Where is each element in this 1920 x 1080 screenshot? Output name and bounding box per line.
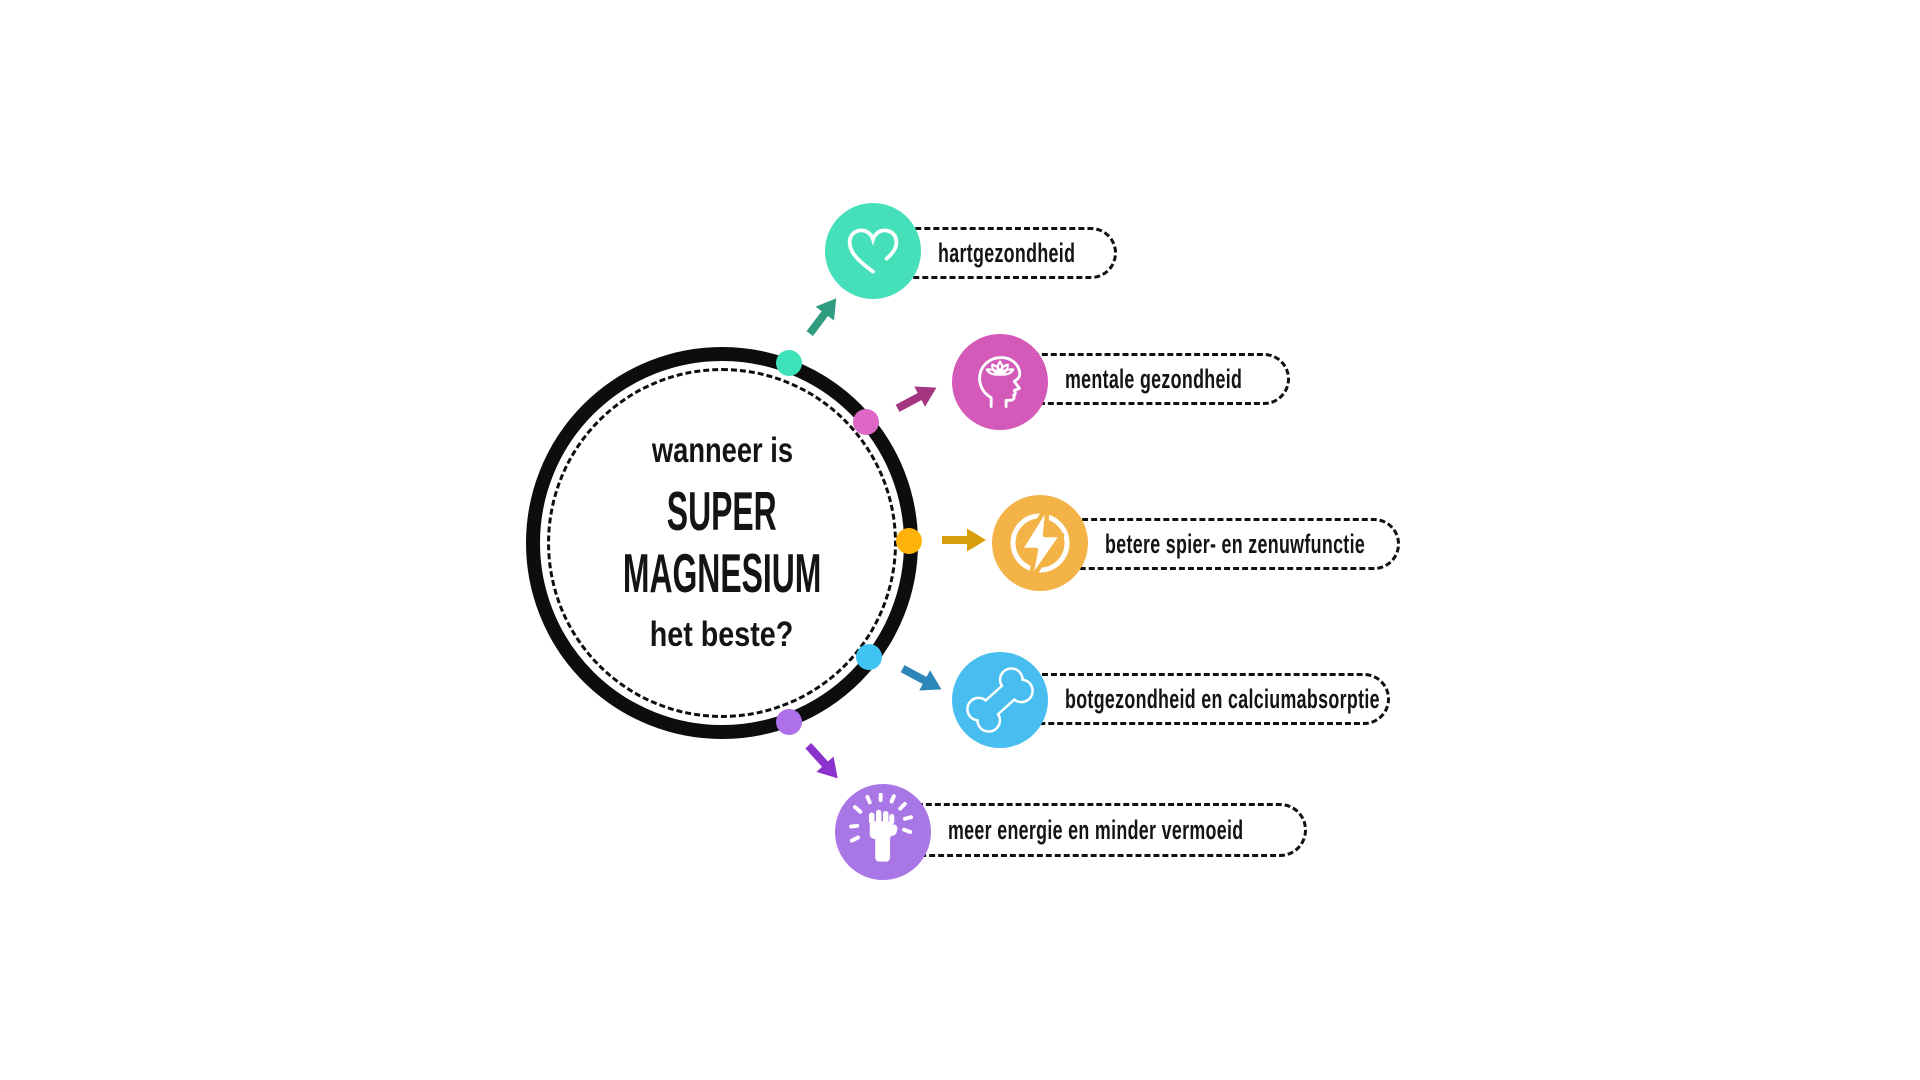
icon-circle-bolt — [992, 495, 1088, 591]
label-pill-fist: meer energie en minder vermoeid — [863, 803, 1307, 857]
branch-label: botgezondheid en calciumabsorptie — [1065, 683, 1380, 714]
central-circle: wanneer is SUPER MAGNESIUM het beste? — [526, 347, 918, 739]
arrow-shape — [895, 386, 937, 412]
label-pill-bone: botgezondheid en calciumabsorptie — [980, 673, 1390, 725]
icon-circle-fist — [835, 784, 931, 880]
central-circle-dashed-ring — [547, 368, 897, 718]
icon-circle-mental — [952, 334, 1048, 430]
fist-icon — [849, 793, 914, 862]
branch-label: betere spier- en zenuwfunctie — [1105, 528, 1366, 559]
central-question: wanneer is SUPER MAGNESIUM het beste? — [540, 361, 904, 725]
branch-label: mentale gezondheid — [1065, 363, 1243, 394]
arrow-to-bone — [900, 665, 942, 691]
branch-dot-mental — [853, 409, 879, 435]
arrow-shape — [805, 742, 838, 779]
arrow-shape — [900, 665, 942, 691]
icon-circle-heart — [825, 203, 921, 299]
arrow-to-mental — [895, 386, 937, 412]
arrow-to-fist — [805, 742, 838, 779]
heart-icon — [847, 228, 899, 274]
lotus-head-icon — [978, 356, 1022, 408]
arrow-shape — [942, 528, 986, 552]
branch-dot-fist — [776, 709, 802, 735]
product-name-line2: MAGNESIUM — [622, 542, 822, 604]
bone-icon — [966, 667, 1034, 733]
branch-dot-bone — [856, 644, 882, 670]
branch-dot-bolt — [896, 528, 922, 554]
arrow-shape — [806, 298, 837, 336]
question-outro: het beste? — [650, 615, 794, 655]
lightning-bolt-icon — [1010, 502, 1070, 584]
arrow-to-bolt — [942, 528, 986, 552]
question-intro: wanneer is — [651, 430, 793, 470]
branch-label: meer energie en minder vermoeid — [948, 814, 1244, 845]
branch-label: hartgezondheid — [938, 237, 1076, 268]
branch-dot-heart — [776, 350, 802, 376]
icon-circle-bone — [952, 652, 1048, 748]
product-name-line1: SUPER — [667, 479, 777, 542]
arrow-to-heart — [806, 298, 837, 336]
